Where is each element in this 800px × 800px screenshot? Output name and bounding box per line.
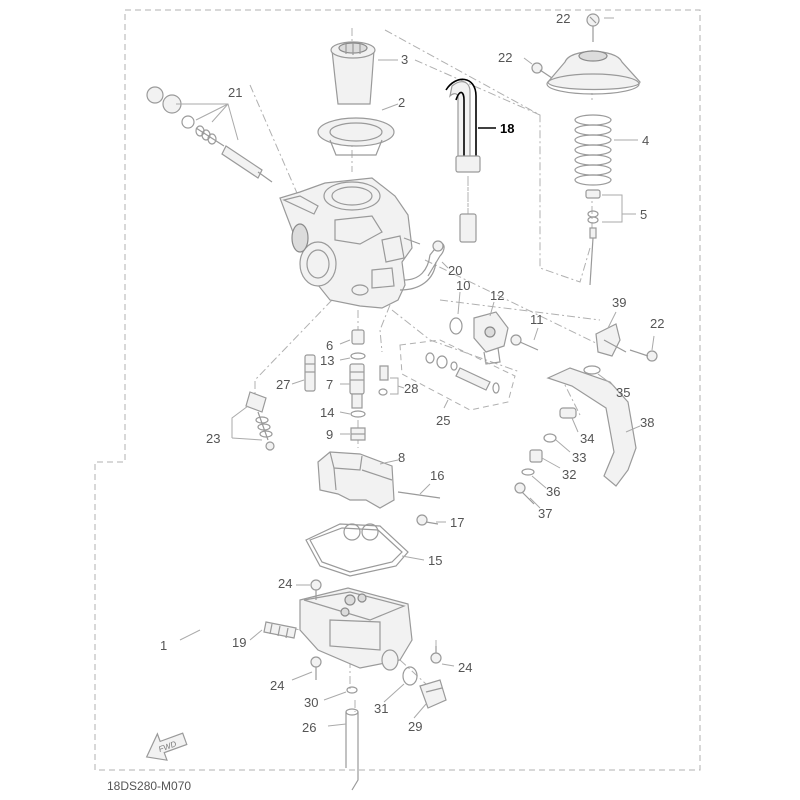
part-label-30: 30: [304, 695, 318, 710]
part-36-washer: [521, 468, 535, 476]
part-22-screw-top: [586, 13, 600, 42]
assembly-boundary: [94, 9, 701, 771]
part-label-14: 14: [320, 405, 334, 420]
part-label-25: 25: [436, 413, 450, 428]
part-24-screw-top: [310, 579, 322, 600]
drawing-code: 18DS280-M070: [107, 779, 191, 793]
part-29-drain-plug: [419, 679, 447, 709]
part-17-screw: [416, 514, 439, 526]
part-30-clip: [346, 686, 358, 694]
part-label-22-top: 22: [556, 11, 570, 26]
part-5-needle-set: [585, 189, 601, 286]
part-21-pilot-screw-set: [146, 86, 273, 183]
part-label-22-left: 22: [498, 50, 512, 65]
part-label-31: 31: [374, 701, 388, 716]
part-15-gasket: [305, 523, 409, 577]
part-label-32: 32: [562, 467, 576, 482]
part-23-screw-set: [245, 391, 275, 451]
part-label-33: 33: [572, 450, 586, 465]
part-label-6: 6: [326, 338, 333, 353]
leader-lines: [176, 17, 655, 727]
carburetor-body: [279, 177, 439, 309]
part-label-3: 3: [401, 52, 408, 67]
part-label-27: 27: [276, 377, 290, 392]
part-label-26: 26: [302, 720, 316, 735]
part-label-36: 36: [546, 484, 560, 499]
part-27-pilot-jet: [304, 354, 316, 392]
part-20-hose: [427, 240, 445, 277]
part-label-10: 10: [456, 278, 470, 293]
part-label-1: 1: [160, 638, 167, 653]
part-label-4: 4: [642, 133, 649, 148]
part-label-2: 2: [398, 95, 405, 110]
part-label-18: 18: [500, 121, 514, 136]
part-label-28: 28: [404, 381, 418, 396]
part-24-screw-left: [310, 656, 322, 680]
part-label-19: 19: [232, 635, 246, 650]
part-label-20: 20: [448, 263, 462, 278]
part-7-needle-jet: [349, 363, 365, 409]
part-label-11: 11: [530, 312, 544, 327]
part-16-pin: [397, 491, 441, 499]
part-label-37: 37: [538, 506, 552, 521]
part-14-o-ring: [350, 410, 366, 418]
part-2-diaphragm: [317, 117, 395, 156]
part-33-washer: [543, 433, 557, 443]
part-13-jet: [350, 352, 366, 360]
part-31-o-ring: [402, 666, 418, 686]
part-label-7: 7: [326, 377, 333, 392]
part-label-24-left: 24: [270, 678, 284, 693]
part-37-bolt: [514, 482, 535, 505]
part-label-15: 15: [428, 553, 442, 568]
part-39-bracket: [595, 323, 627, 357]
part-35-washer: [583, 365, 601, 375]
part-19-screw: [263, 621, 297, 639]
part-3-cap: [330, 41, 376, 105]
part-label-17: 17: [450, 515, 464, 530]
part-label-34: 34: [580, 431, 594, 446]
part-label-39: 39: [612, 295, 626, 310]
float-chamber: [299, 587, 413, 671]
part-label-38: 38: [640, 415, 654, 430]
part-38-lever: [546, 367, 637, 487]
part-24-screw-right: [430, 646, 442, 664]
part-label-16: 16: [430, 468, 444, 483]
fwd-arrow: FWD: [145, 732, 188, 761]
part-9-main-jet: [350, 427, 366, 441]
part-label-23: 23: [206, 431, 220, 446]
part-32-collar: [529, 449, 543, 463]
part-label-24-top: 24: [278, 576, 292, 591]
part-8-float: [317, 451, 395, 509]
part-label-8: 8: [398, 450, 405, 465]
part-6-washer: [351, 329, 365, 345]
part-label-13: 13: [320, 353, 334, 368]
part-label-5: 5: [640, 207, 647, 222]
part-cover: [546, 50, 641, 95]
part-label-24-right: 24: [458, 660, 472, 675]
part-34-bushing: [559, 407, 577, 419]
part-label-35: 35: [616, 385, 630, 400]
part-11-screw: [510, 334, 539, 351]
part-25-screw-set: [399, 339, 516, 411]
part-label-21: 21: [228, 85, 242, 100]
part-12-throttle-sensor: [473, 311, 509, 365]
part-label-29: 29: [408, 719, 422, 734]
part-22-screw-right: [629, 349, 658, 362]
part-18-tube: [445, 78, 481, 243]
part-label-22-right: 22: [650, 316, 664, 331]
part-label-9: 9: [326, 427, 333, 442]
part-10-o-ring: [449, 317, 463, 335]
part-4-spring: [574, 114, 612, 186]
part-22-screw-left: [531, 62, 553, 79]
part-26-drain-hose: [345, 708, 359, 791]
part-labels: 1 2 3 4 5 6 7 8 9 10 11 12 13 14 15 16 1…: [160, 11, 664, 735]
part-28-plug: [378, 365, 389, 396]
part-label-12: 12: [490, 288, 504, 303]
